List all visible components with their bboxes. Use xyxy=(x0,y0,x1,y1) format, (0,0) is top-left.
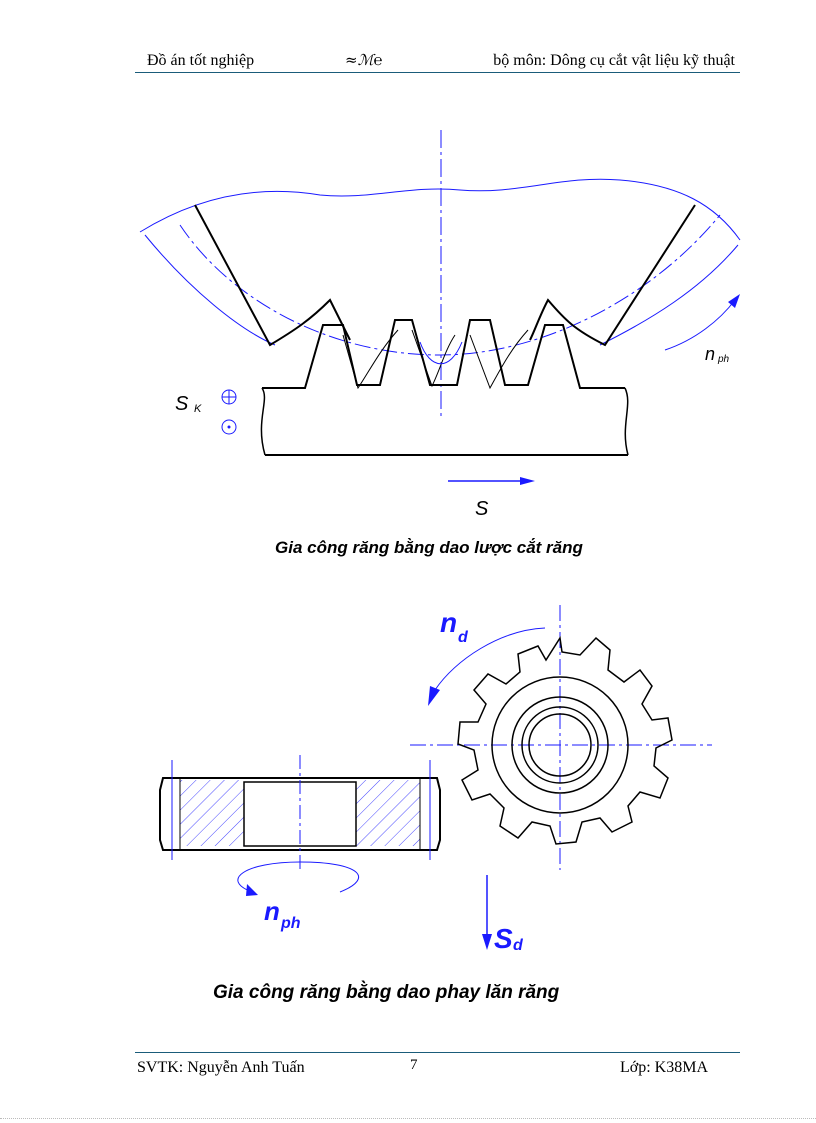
figure2-caption: Gia công răng bằng dao phay lăn răng xyxy=(213,982,560,1003)
gear-outline xyxy=(139,178,741,241)
header-right: bộ môn: Dông cụ cắt vật liệu kỹ thuật xyxy=(493,52,735,69)
label-sd-sub: d xyxy=(513,937,524,954)
figure1-caption: Gia công răng bằng dao lược cắt răng xyxy=(275,538,583,557)
label-sk-sub: K xyxy=(194,403,202,415)
gear-tooth-bottom xyxy=(419,341,463,365)
rotation-arrow-nph2-head xyxy=(246,884,258,896)
feed-out-dot xyxy=(227,425,231,429)
rack-body-left xyxy=(260,387,266,456)
label-nd-sub: d xyxy=(458,629,469,646)
feed-out-symbol xyxy=(221,419,237,435)
rotation-arrow-nd-head xyxy=(428,686,440,706)
header-left: Đồ án tốt nghiệp xyxy=(147,52,255,69)
hob-ring-outer xyxy=(491,676,629,814)
label-sk: S xyxy=(175,393,189,415)
label-sd: S xyxy=(494,923,513,954)
rotation-arrow-nph xyxy=(664,299,736,351)
rotation-arrow-nd xyxy=(434,627,546,691)
hob-ring-inner xyxy=(521,706,599,784)
gear-pitch-line xyxy=(179,214,721,356)
feed-arrow-sd-head xyxy=(482,934,492,950)
page-number: 7 xyxy=(410,1057,418,1073)
rotation-arrow-nph-head xyxy=(728,294,740,308)
gear-root-arc xyxy=(144,234,276,346)
rack-outline xyxy=(262,319,625,389)
label-s: S xyxy=(475,498,489,520)
rack-body-right xyxy=(624,387,629,456)
hob-bore xyxy=(528,713,592,777)
hob-outline xyxy=(457,635,673,845)
gear-right-body xyxy=(529,204,696,347)
feed-arrow-s-head xyxy=(520,477,535,485)
blank-hatch-right xyxy=(356,780,420,846)
blank-hatch-left xyxy=(180,780,244,846)
hob-ring-mid xyxy=(511,696,609,794)
label-nph2-sub: ph xyxy=(280,915,301,932)
blank-outline xyxy=(159,777,441,851)
label-nph2: n xyxy=(264,896,280,926)
page-header: Đồ án tốt nghiệp ≈ℳ℮ bộ môn: Dông cụ cắt… xyxy=(135,50,740,73)
footer-right: Lớp: K38MA xyxy=(619,1059,708,1076)
gear-root-arc-right xyxy=(599,244,739,346)
label-nd: n xyxy=(440,607,457,638)
rotation-arrow-nph2 xyxy=(237,861,360,893)
label-nph: n xyxy=(705,344,715,364)
header-ornament: ≈ℳ℮ xyxy=(345,51,383,69)
bottom-divider xyxy=(0,1118,816,1119)
footer-left: SVTK: Nguyễn Anh Tuấn xyxy=(137,1059,305,1076)
page-footer: SVTK: Nguyễn Anh Tuấn 7 Lớp: K38MA xyxy=(135,1052,740,1083)
label-nph-sub: ph xyxy=(717,354,730,365)
